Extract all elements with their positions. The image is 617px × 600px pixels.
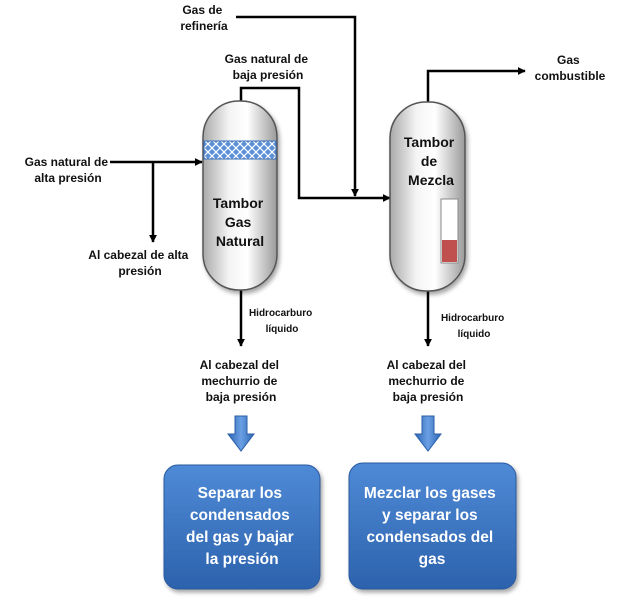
flare-header-left-label: Al cabezal del mechurrio de baja presión (200, 358, 283, 404)
tank-line: Mezcla (408, 172, 454, 188)
low-pressure-gas-label: Gas natural de baja presión (225, 52, 312, 82)
tank-line: de (421, 153, 438, 169)
fuel-gas-label: Gas combustible (535, 53, 606, 83)
tank-line: Natural (216, 233, 264, 249)
level-gauge-fill (442, 240, 457, 262)
flare-header-right-label: Al cabezal del mechurrio de baja presión (387, 358, 470, 404)
low-pressure-gas-line (239, 86, 391, 202)
summary-box-right (348, 462, 517, 590)
level-gauge (440, 198, 459, 264)
demister-mesh (203, 140, 277, 160)
liquid-hydrocarbon-left-label: Hidrocarburo líquido (249, 308, 315, 335)
tank-line: Gas (225, 214, 252, 230)
high-pressure-gas-label: Gas natural de alta presión (25, 155, 112, 185)
refinery-gas-line (236, 15, 359, 197)
high-pressure-header-label: Al cabezal de alta presión (88, 248, 191, 278)
mixing-drum-label: Tambor de Mezcla (404, 134, 458, 188)
tank-line: Tambor (213, 195, 264, 211)
blue-down-arrow-right (413, 415, 443, 452)
tank-line: Tambor (404, 134, 455, 150)
liquid-hydrocarbon-right-label: Hidrocarburo líquido (441, 313, 507, 340)
summary-box-right-text: Mezclar los gases y separar los condensa… (364, 485, 500, 568)
summary-box-left (163, 464, 321, 590)
summary-box-left-text: Separar los condensados del gas y bajar … (186, 485, 298, 568)
fuel-gas-line (426, 67, 526, 103)
refinery-gas-label: Gas de refinería (180, 3, 228, 33)
natural-gas-drum-label: Tambor Gas Natural (213, 195, 267, 249)
blue-down-arrow-left (226, 415, 256, 452)
